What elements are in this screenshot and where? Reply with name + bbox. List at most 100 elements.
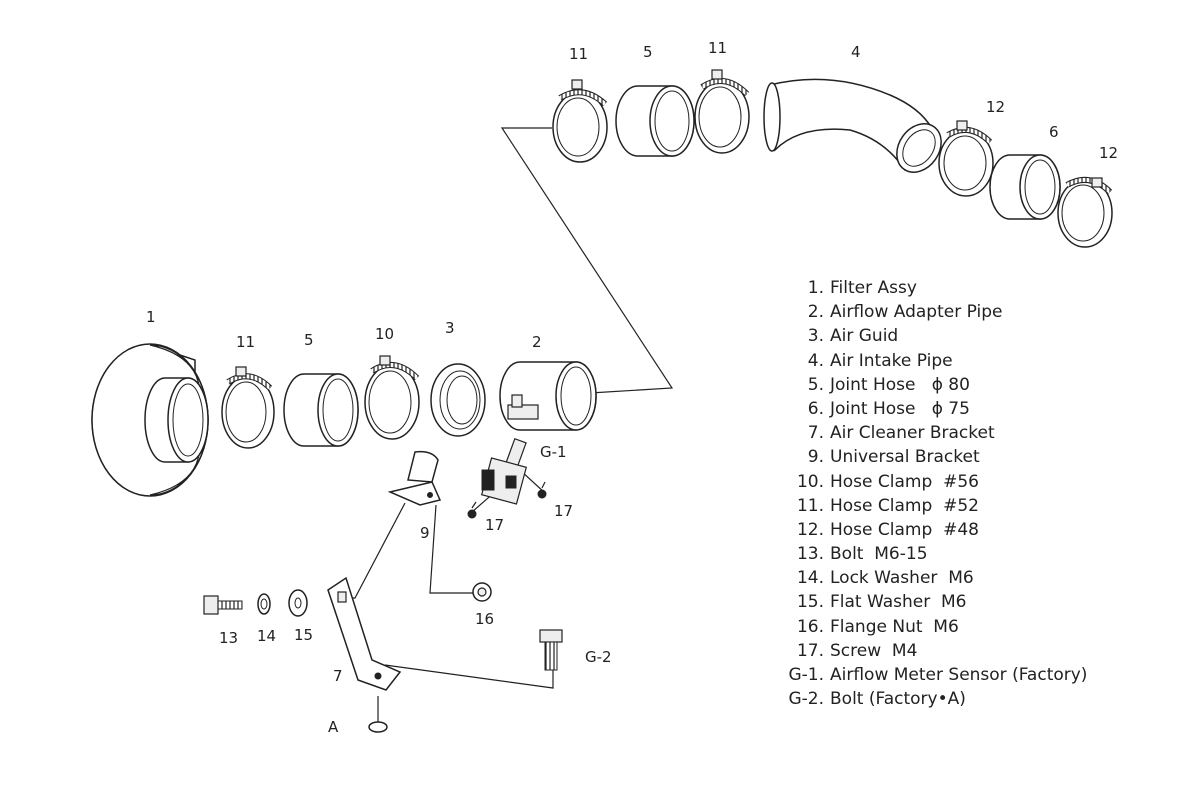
legend-row: 5. Joint Hose ϕ 80 [776, 373, 1136, 397]
legend-text: Hose Clamp #56 [830, 471, 979, 492]
callout-17-left: 17 [485, 516, 504, 534]
callout-9: 9 [420, 524, 430, 542]
legend-key: 3. [807, 326, 824, 347]
legend-key: G-1. [788, 665, 824, 685]
airflow-meter-sensor-g1 [480, 437, 528, 505]
callout-2: 2 [532, 333, 542, 351]
callout-g1: G-1 [540, 443, 567, 461]
callout-3: 3 [445, 319, 455, 337]
bolt-g2 [539, 629, 563, 671]
screw-17-left [467, 501, 477, 519]
callout-12-b: 12 [1099, 144, 1118, 162]
hose-clamp-12-b [1057, 176, 1113, 248]
legend-row: 6.Joint Hose ϕ 75 [776, 397, 1136, 421]
callout-g2: G-2 [585, 648, 612, 666]
legend-row: G-2. Bolt (Factory•A) [776, 687, 1136, 711]
hose-clamp-12-a [938, 120, 994, 197]
legend-row: 3. Air Guid [776, 324, 1136, 348]
legend-row: 12. Hose Clamp #48 [776, 518, 1136, 542]
callout-10: 10 [375, 325, 394, 343]
legend-row: 7. Air Cleaner Bracket [776, 421, 1136, 445]
bolt-13 [203, 595, 243, 615]
callout-11-lower: 11 [236, 333, 255, 351]
universal-bracket-9 [387, 450, 442, 506]
legend-row: 14. Lock Washer M6 [776, 566, 1136, 590]
callout-5-lower: 5 [304, 331, 314, 349]
callout-4: 4 [851, 43, 861, 61]
joint-hose-5-lower [283, 373, 359, 447]
callout-15: 15 [294, 626, 313, 644]
legend-text: Bolt M6-15 [830, 544, 928, 565]
legend-row: 17. Screw M4 [776, 639, 1136, 663]
washer-a [368, 696, 388, 733]
joint-hose-6 [989, 154, 1061, 220]
legend-key: 11. [796, 495, 824, 516]
legend-row: 11. Hose Clamp #52 [776, 494, 1136, 518]
flange-nut-16 [472, 582, 492, 602]
legend-key: 13. [796, 544, 824, 565]
legend-row: 2. Airflow Adapter Pipe [776, 300, 1136, 324]
legend-key: 12. [796, 519, 824, 540]
legend-row: 13. Bolt M6-15 [776, 542, 1136, 566]
legend-key: 2. [807, 302, 824, 323]
legend-text: Flat Washer M6 [830, 592, 967, 613]
callout-14: 14 [257, 627, 276, 645]
legend-row: 15. Flat Washer M6 [776, 590, 1136, 614]
legend-key: 10. [796, 471, 824, 492]
legend-row: 10. Hose Clamp #56 [776, 470, 1136, 494]
air-guide-3 [430, 363, 486, 437]
callout-6: 6 [1049, 123, 1059, 141]
legend-text: Hose Clamp #52 [830, 495, 979, 516]
legend-text: Air Guid [830, 326, 899, 347]
legend-row: 9. Universal Bracket [776, 445, 1136, 469]
hose-clamp-11-top [694, 69, 750, 154]
callout-11-top: 11 [708, 39, 727, 57]
legend-key: 7. [807, 423, 824, 444]
callout-5-top: 5 [643, 43, 653, 61]
joint-hose-5-top [615, 85, 695, 157]
hose-clamp-11-top-left [552, 79, 608, 163]
callout-11-top-left: 11 [569, 45, 588, 63]
legend-key: 14. [796, 568, 824, 589]
legend-row: 16. Flange Nut M6 [776, 615, 1136, 639]
legend-key: G-2. [788, 689, 824, 710]
callout-a: A [328, 718, 339, 736]
legend-text: Flange Nut M6 [830, 616, 959, 637]
legend-text: Lock Washer M6 [830, 568, 974, 589]
callout-16: 16 [475, 610, 494, 628]
callout-1: 1 [146, 308, 156, 326]
callout-17-right: 17 [554, 502, 573, 520]
legend-text: Airflow Meter Sensor (Factory) [830, 665, 1088, 685]
legend-text: Air Intake Pipe [830, 350, 953, 371]
airflow-adapter-pipe-2 [499, 361, 597, 431]
legend-key: 6. [807, 398, 824, 419]
legend-text: Screw M4 [830, 640, 918, 661]
callout-7: 7 [333, 667, 343, 685]
legend-text: Universal Bracket [830, 447, 980, 468]
legend-text: Airflow Adapter Pipe [830, 302, 1003, 323]
screw-17-right [537, 481, 547, 499]
legend-text: Air Cleaner Bracket [830, 423, 995, 444]
air-intake-pipe-4 [763, 78, 942, 173]
lock-washer-14 [257, 593, 271, 615]
legend-row: G-1. Airflow Meter Sensor (Factory) [776, 663, 1136, 687]
hose-clamp-10 [364, 355, 420, 440]
filter-assy-1 [91, 343, 209, 497]
legend-key: 5. [807, 374, 824, 395]
legend-key: 16. [796, 616, 824, 637]
legend-text: Hose Clamp #48 [830, 519, 979, 540]
legend-key: 15. [796, 592, 824, 613]
legend-key: 4. [807, 350, 824, 371]
callout-13: 13 [219, 629, 238, 647]
legend-row: 1.Filter Assy [776, 276, 1136, 300]
legend-text: Joint Hose ϕ 80 [830, 374, 970, 395]
flat-washer-15 [288, 589, 308, 617]
air-cleaner-bracket-7 [327, 576, 402, 691]
legend-key: 17. [796, 640, 824, 661]
callout-12-a: 12 [986, 98, 1005, 116]
legend-text: Bolt (Factory•A) [830, 689, 966, 710]
legend-key: 9. [807, 447, 824, 468]
hose-clamp-11-lower [221, 366, 275, 449]
